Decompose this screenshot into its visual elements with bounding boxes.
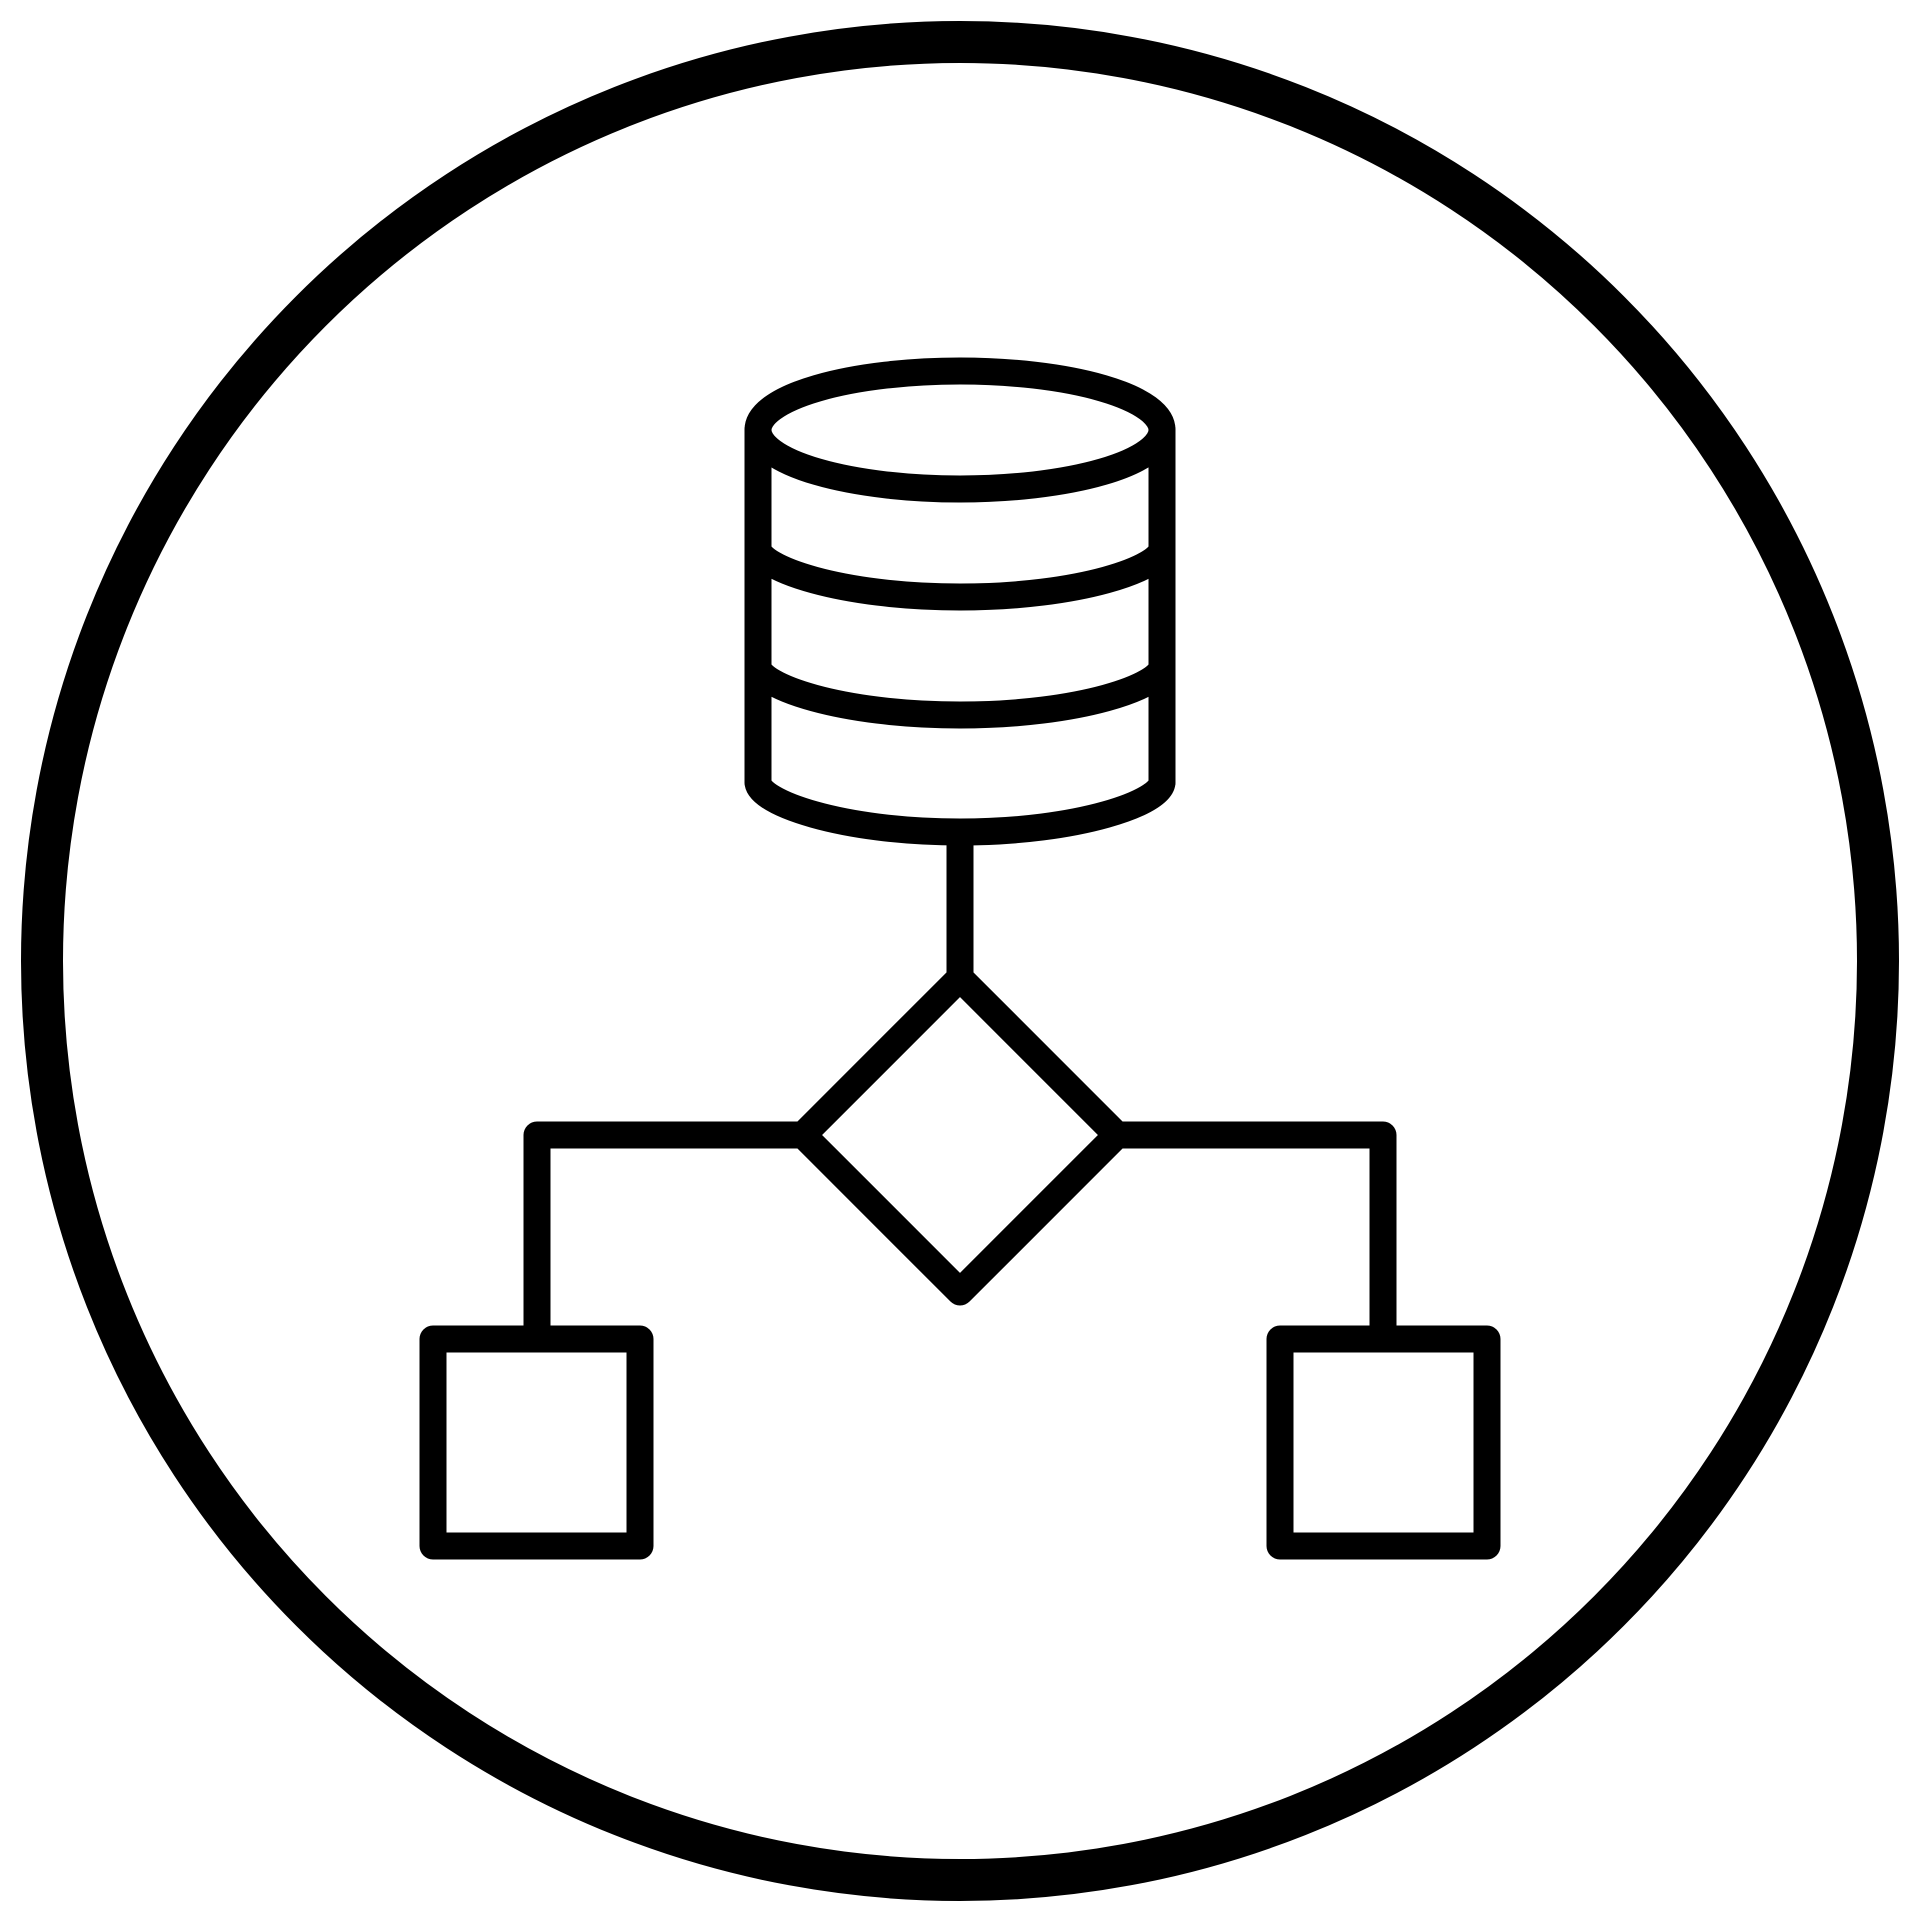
database-band-2 — [744, 652, 1176, 729]
left-process-box — [419, 1325, 654, 1560]
outer-circle — [21, 21, 1899, 1901]
database-band-1 — [744, 534, 1176, 611]
right-branch — [1103, 1121, 1397, 1353]
database-top-ellipse — [744, 357, 1176, 503]
database-cylinder — [744, 357, 1176, 846]
left-branch — [523, 1121, 817, 1353]
decision-diamond — [789, 964, 1131, 1306]
right-process-box — [1266, 1325, 1501, 1560]
